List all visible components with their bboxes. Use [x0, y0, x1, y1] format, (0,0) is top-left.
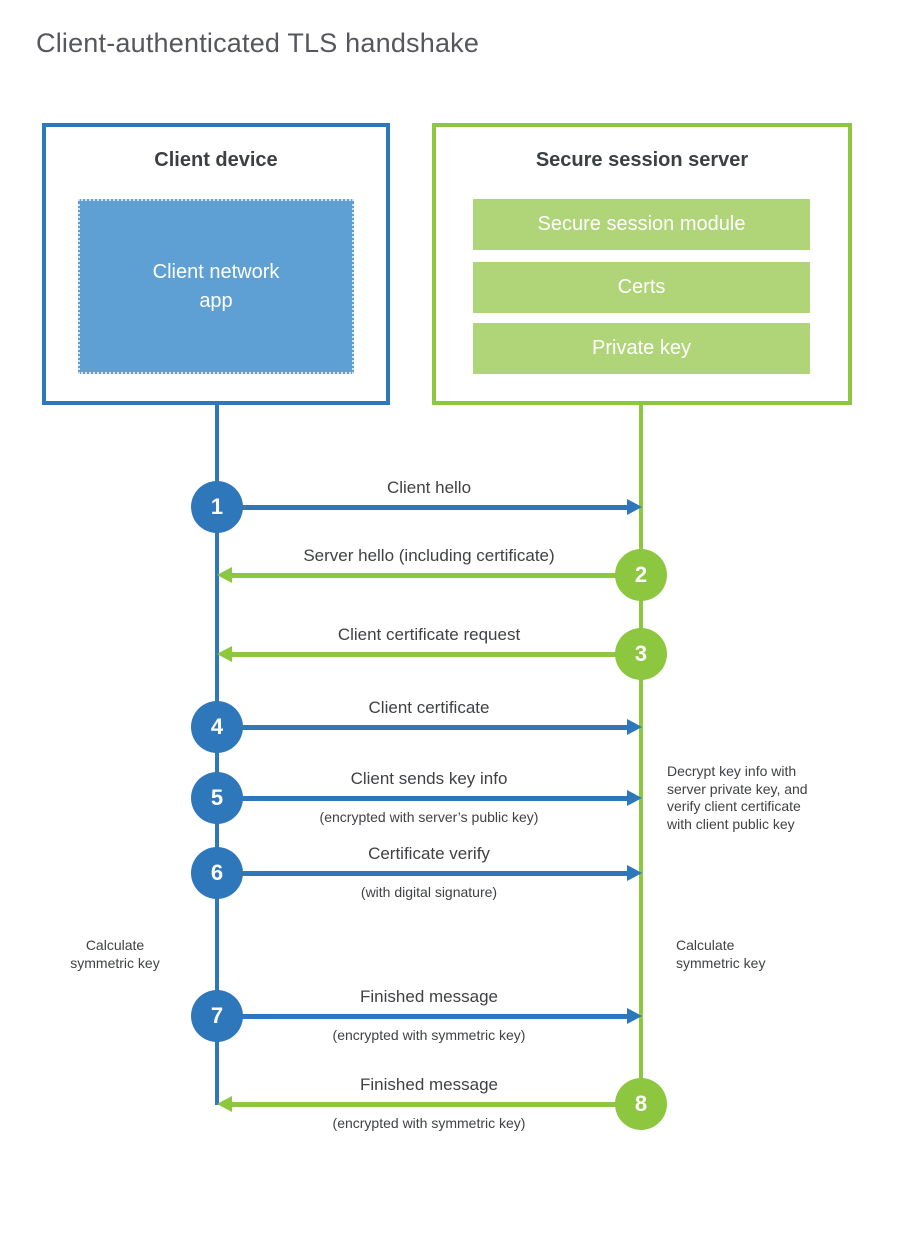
step-7-label: Finished message	[360, 987, 498, 1006]
step-5-circle: 5	[191, 772, 243, 824]
step-8-arrow-line	[230, 1102, 641, 1107]
step-7-sublabel: (encrypted with symmetric key)	[332, 1027, 526, 1043]
client-device-title: Client device	[154, 149, 278, 171]
step-1-circle: 1	[191, 481, 243, 533]
step-6-arrowhead-icon	[627, 865, 642, 881]
step-7-arrowhead-icon	[627, 1008, 642, 1024]
step-8-circle: 8	[615, 1078, 667, 1130]
server-module-bar-certs: Certs	[473, 262, 810, 313]
step-4-arrowhead-icon	[627, 719, 642, 735]
step-3-label: Client certificate request	[337, 625, 521, 644]
step-1-label: Client hello	[386, 478, 472, 497]
step-2-arrowhead-icon	[217, 567, 232, 583]
step-7-arrow-line	[217, 1014, 629, 1019]
server-title: Secure session server	[535, 149, 749, 171]
step-3-arrowhead-icon	[217, 646, 232, 662]
step-4-circle: 4	[191, 701, 243, 753]
step-7-circle: 7	[191, 990, 243, 1042]
server-module-bar-secure-session-module: Secure session module	[473, 199, 810, 250]
step-2-label: Server hello (including certificate)	[303, 546, 555, 565]
annotation-calculate-symmetric-key-client: Calculate symmetric key	[70, 937, 160, 971]
step-6-label: Certificate verify	[368, 844, 490, 863]
page-title: Client-authenticated TLS handshake	[36, 28, 480, 58]
step-4-label: Client certificate	[368, 698, 490, 717]
step-3-circle: 3	[615, 628, 667, 680]
step-8-label: Finished message	[360, 1075, 498, 1094]
step-6-arrow-line	[217, 871, 629, 876]
step-3-arrow-line	[230, 652, 641, 657]
step-2-circle: 2	[615, 549, 667, 601]
step-1-arrowhead-icon	[627, 499, 642, 515]
client-network-app-label: Client network app	[152, 260, 280, 312]
step-4-arrow-line	[217, 725, 629, 730]
step-2-arrow-line	[230, 573, 641, 578]
step-5-label: Client sends key info	[350, 769, 508, 788]
client-lifeline	[215, 405, 219, 1105]
step-5-arrowhead-icon	[627, 790, 642, 806]
server-lifeline	[639, 405, 643, 1104]
step-8-sublabel: (encrypted with symmetric key)	[332, 1115, 526, 1131]
server-module-bar-private-key: Private key	[473, 323, 810, 374]
step-5-sublabel: (encrypted with server’s public key)	[319, 809, 539, 825]
client-network-app-box: Client network app	[78, 199, 354, 374]
annotation-calculate-symmetric-key-server: Calculate symmetric key	[676, 937, 766, 971]
annotation-decrypt-key-info: Decrypt key info with server private key…	[667, 763, 808, 832]
step-5-arrow-line	[217, 796, 629, 801]
step-6-circle: 6	[191, 847, 243, 899]
step-6-sublabel: (with digital signature)	[360, 884, 498, 900]
step-8-arrowhead-icon	[217, 1096, 232, 1112]
step-1-arrow-line	[217, 505, 629, 510]
